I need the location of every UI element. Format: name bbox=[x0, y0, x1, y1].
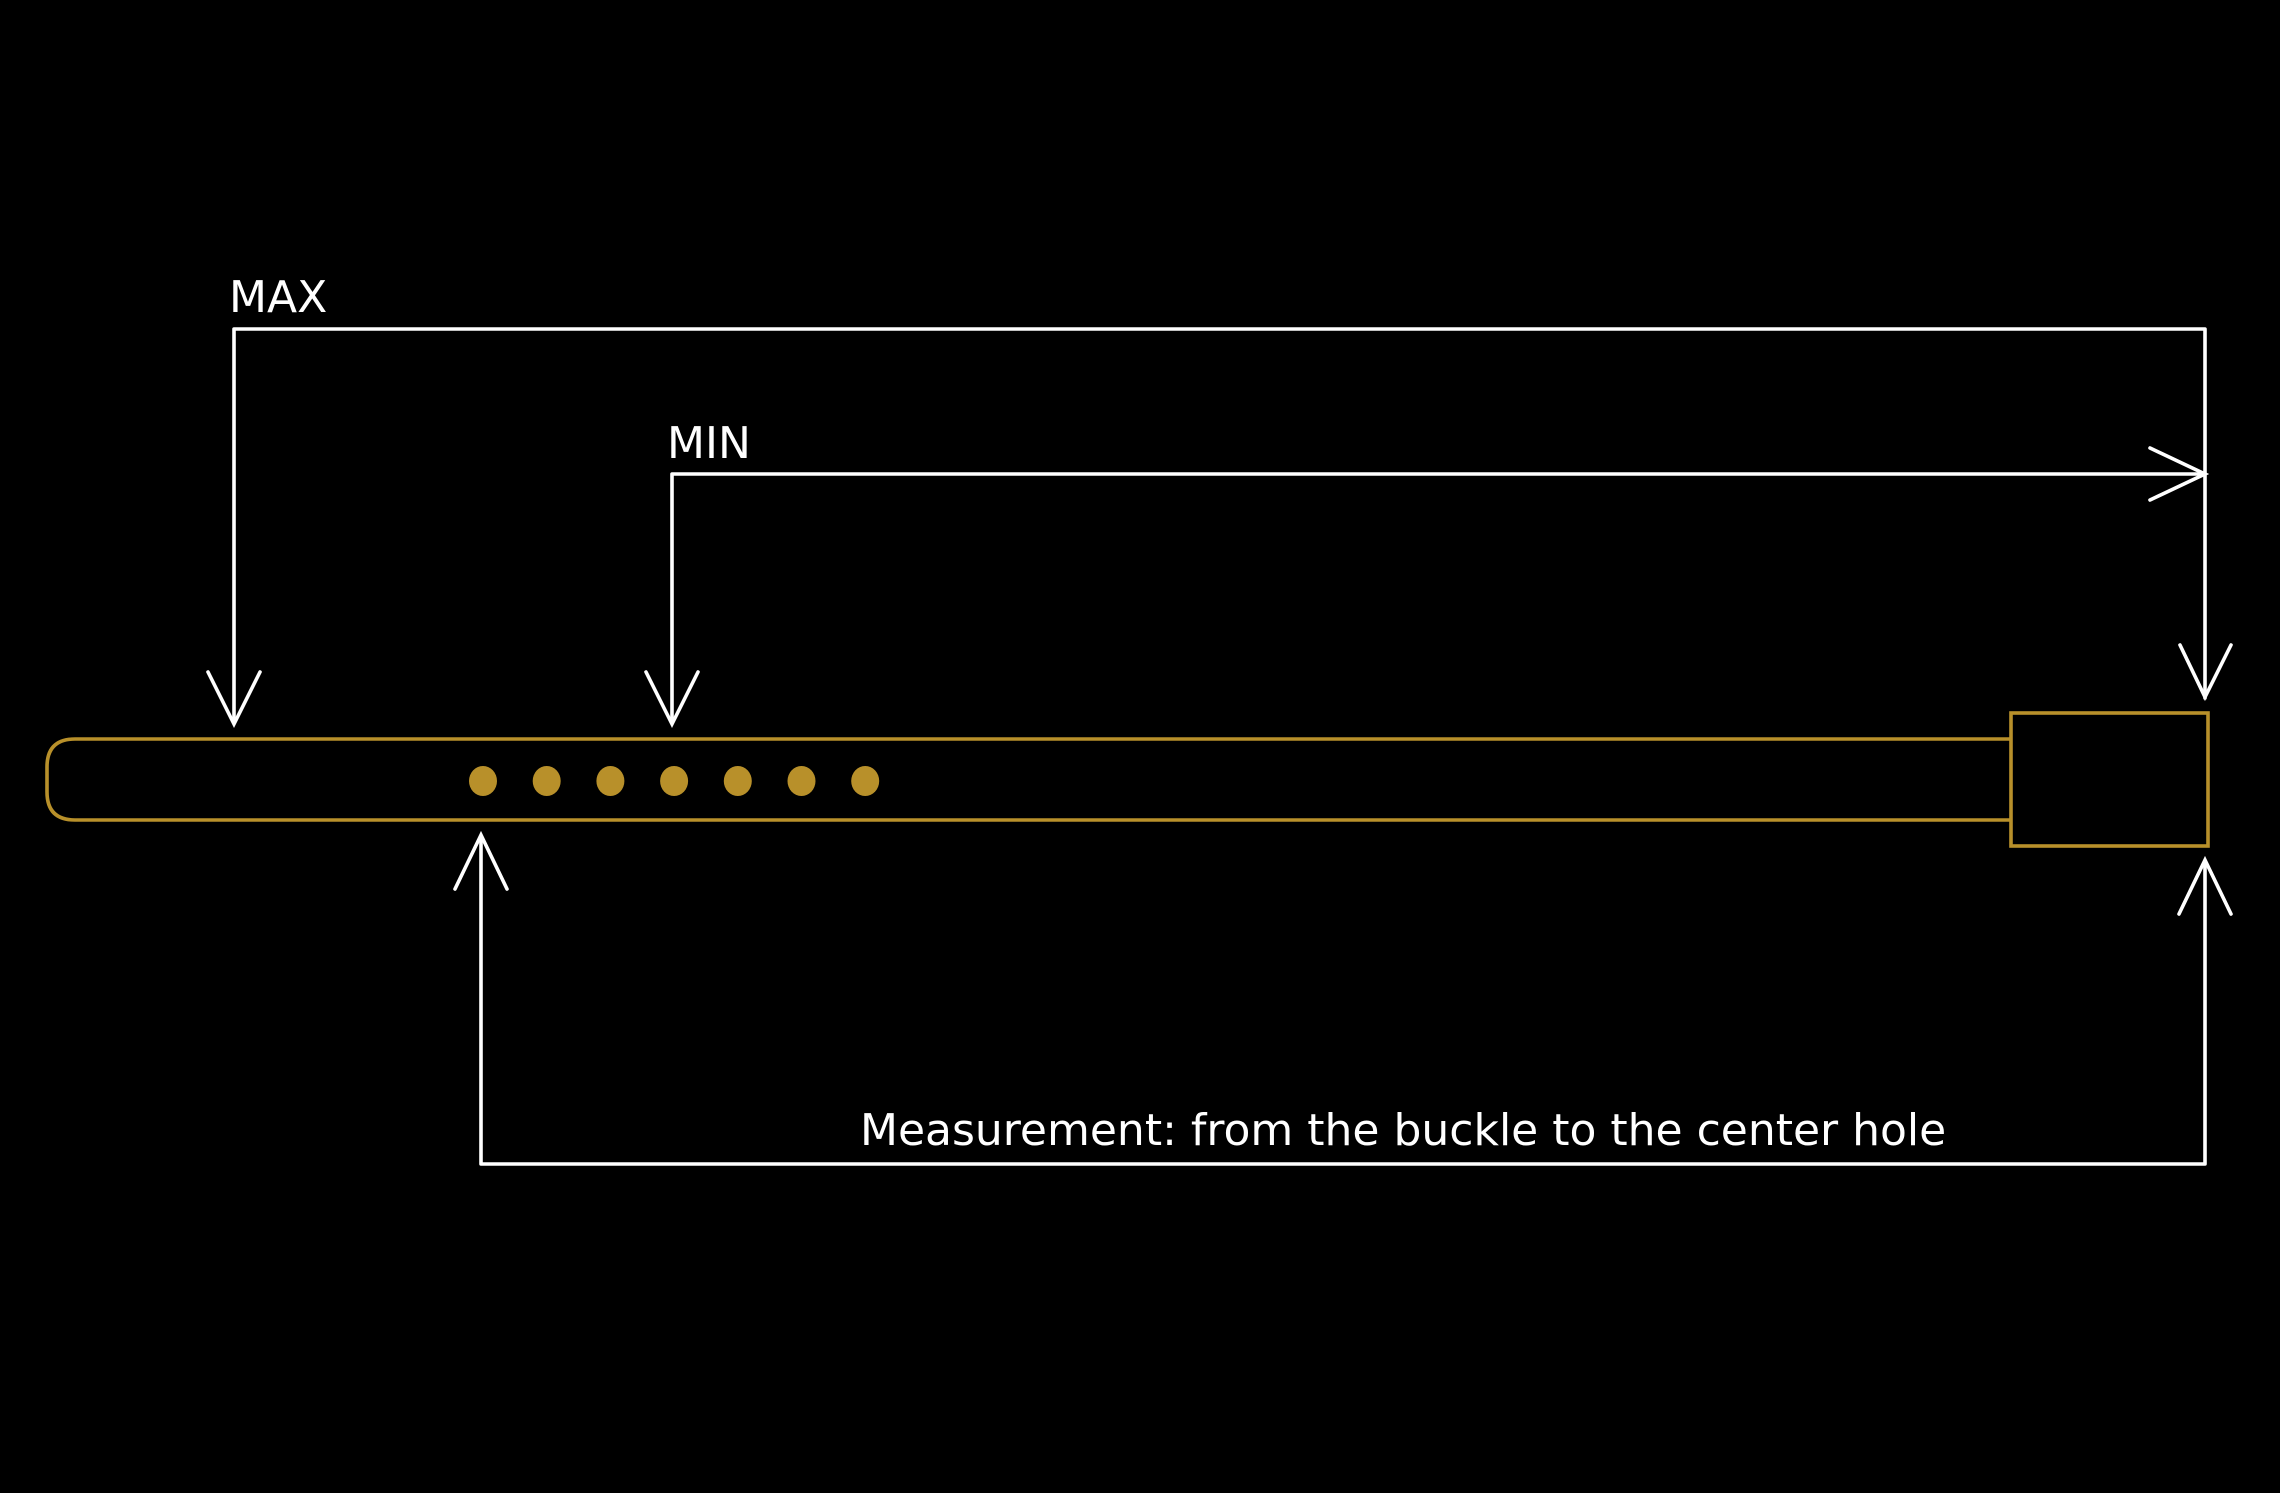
measurement-caption: Measurement: from the buckle to the cent… bbox=[860, 1105, 1946, 1156]
belt-buckle bbox=[2009, 711, 2210, 848]
min-label: MIN bbox=[667, 418, 751, 469]
measurement-left-arrowhead bbox=[453, 830, 509, 891]
min-right-arrowhead bbox=[2148, 446, 2210, 502]
max-left-arrowhead bbox=[206, 670, 262, 729]
measurement-bracket-line bbox=[479, 834, 2207, 1166]
measurement-right-arrowhead bbox=[2177, 855, 2233, 916]
max-bracket-line bbox=[232, 327, 2207, 724]
min-bracket-line bbox=[670, 472, 2207, 724]
belt-hole bbox=[851, 766, 880, 796]
max-bracket: MAX bbox=[206, 272, 2233, 729]
belt-center-hole bbox=[660, 766, 689, 796]
belt-hole bbox=[787, 766, 816, 796]
belt-hole bbox=[532, 766, 561, 796]
belt-hole bbox=[469, 766, 497, 796]
belt bbox=[45, 711, 2210, 848]
min-bracket: MIN bbox=[644, 418, 2210, 729]
min-left-arrowhead bbox=[644, 670, 700, 729]
max-label: MAX bbox=[229, 272, 327, 323]
max-right-arrowhead bbox=[2178, 643, 2233, 702]
belt-strap bbox=[45, 737, 2011, 822]
measurement-bracket: Measurement: from the buckle to the cent… bbox=[453, 830, 2233, 1166]
belt-hole bbox=[596, 766, 625, 796]
belt-holes bbox=[469, 766, 880, 796]
belt-hole bbox=[723, 766, 752, 796]
